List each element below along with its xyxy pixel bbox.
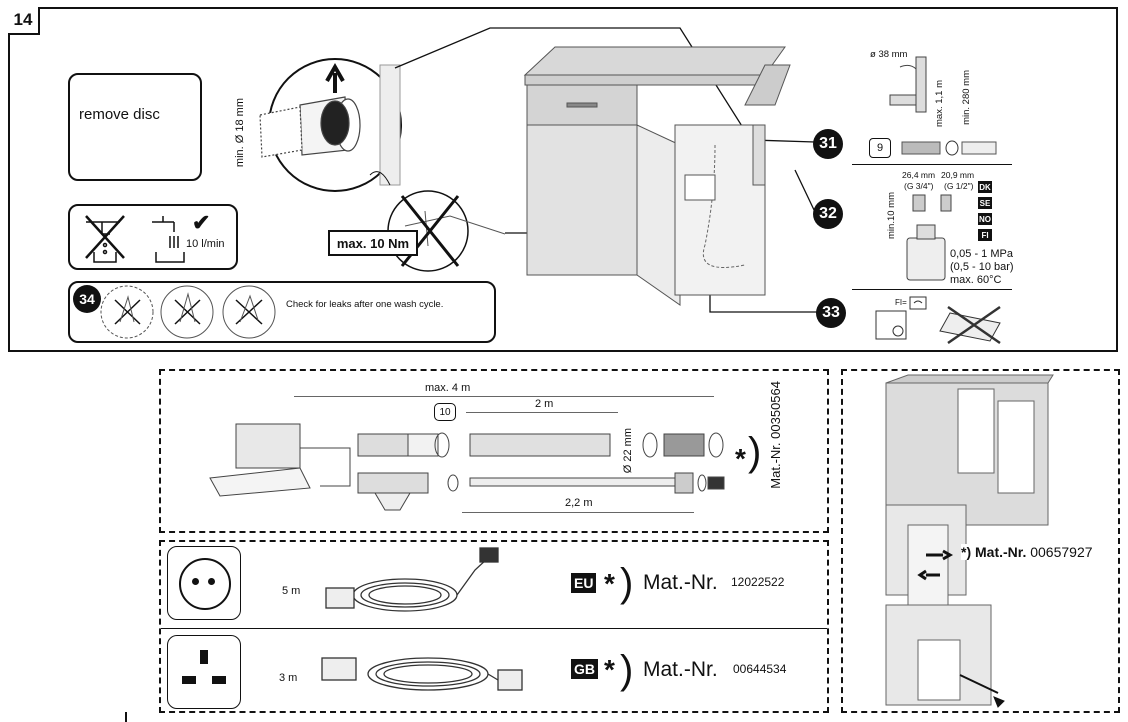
power-cord-divider [161,628,827,629]
leak-check-icons [100,285,276,339]
rcd-label: FI= [895,298,907,307]
extension-hose-illustration [209,423,725,511]
siphon-illustration [889,56,927,113]
inlet-closeup-illustration [259,58,402,192]
eu-asterisk: * [604,568,615,599]
connector-left-thread: (G 3/4") [904,181,934,191]
remove-disc-text: remove disc [79,106,160,123]
country-fi: FI [978,229,992,241]
torque-label: max. 10 Nm [328,230,418,256]
remove-disc-box: remove disc [68,73,202,181]
connector-left-size: 26,4 mm [902,170,936,180]
step-34-badge: 34 [73,285,101,313]
gb-mat-label: Mat.-Nr. [643,658,718,681]
eu-region-badge: EU [571,573,597,593]
bottom-tick [125,712,127,722]
siphon-diameter: ø 38 mm [870,49,908,60]
water-hose-dim-line [462,512,694,513]
rcd-socket-illustration [875,296,1001,345]
callout-31: 31 [813,129,843,159]
eu-socket-icon [167,546,241,620]
gb-cord-illustration [321,657,523,691]
main-step-frame [8,7,1118,352]
siphon-height-min: min. 280 mm [961,70,972,125]
decor-panel-illustration [885,374,1054,708]
tap-icon [152,216,185,263]
gb-paren: ) [620,648,634,692]
hose-adapter-illustration [901,140,997,156]
leak-check-text: Check for leaks after one wash cycle. [286,299,444,310]
crossed-tap-icon [85,215,125,263]
extension-max-length: max. 4 m [425,382,471,394]
eu-cord-illustration [325,547,499,612]
extension-paren: ) [748,430,762,474]
connector-min-length: min.10 mm [886,192,897,239]
gb-asterisk: * [604,654,615,685]
step-number: 14 [8,7,40,35]
decor-panel-box [841,369,1120,713]
pressure-range-bar: (0,5 - 10 bar) [950,261,1014,273]
decor-panel-mat: *) Mat.-Nr. 00657927 [961,544,1093,560]
callout-32: 32 [813,199,843,229]
leak-check-box [68,281,496,343]
country-se: SE [978,197,992,209]
extension-hose-box [159,369,829,533]
gb-socket-icon [167,635,241,709]
siphon-height-max: max. 1,1 m [934,80,945,127]
power-cord-box [159,540,829,713]
connector-right-size: 20,9 mm [941,170,975,180]
divider-1 [852,164,1012,165]
extension-hose-length: 2 m [535,398,554,410]
gb-cord-length: 3 m [279,672,298,684]
connector-illustration [906,194,952,281]
water-supply-box: ✔ 10 l/min [68,204,238,270]
max-length-dim-line [294,396,714,397]
divider-2 [852,289,1012,290]
water-hose-length: 2,2 m [565,497,593,509]
gb-region-badge: GB [571,659,598,679]
callout-33: 33 [816,298,846,328]
country-dk: DK [978,181,992,193]
part-10-badge: 10 [434,403,456,421]
extension-mat-nr: Mat.-Nr. 00350564 [768,381,783,489]
country-list: DK SE NO FI [978,181,992,241]
check-icon: ✔ [192,210,211,235]
decor-panel-mat-label: *) Mat.-Nr. [961,544,1027,560]
flow-rate-label: 10 l/min [186,238,225,250]
decor-panel-mat-number: 00657927 [1030,544,1093,560]
pressure-range-mpa: 0,05 - 1 MPa [950,248,1013,260]
part-9-hexagon: 9 [869,138,891,158]
eu-paren: ) [620,561,634,605]
hose-dim-line [466,412,618,413]
eu-mat-label: Mat.-Nr. [643,571,718,594]
eu-mat-number: 12022522 [731,575,785,589]
connector-right-thread: (G 1/2") [944,181,974,191]
max-temperature: max. 60°C [950,274,1002,286]
eu-cord-length: 5 m [282,585,301,597]
gb-mat-number: 00644534 [733,662,787,676]
extension-asterisk: * [735,443,746,474]
dishwasher-cabinet-illustration [523,46,791,306]
country-no: NO [978,213,992,225]
